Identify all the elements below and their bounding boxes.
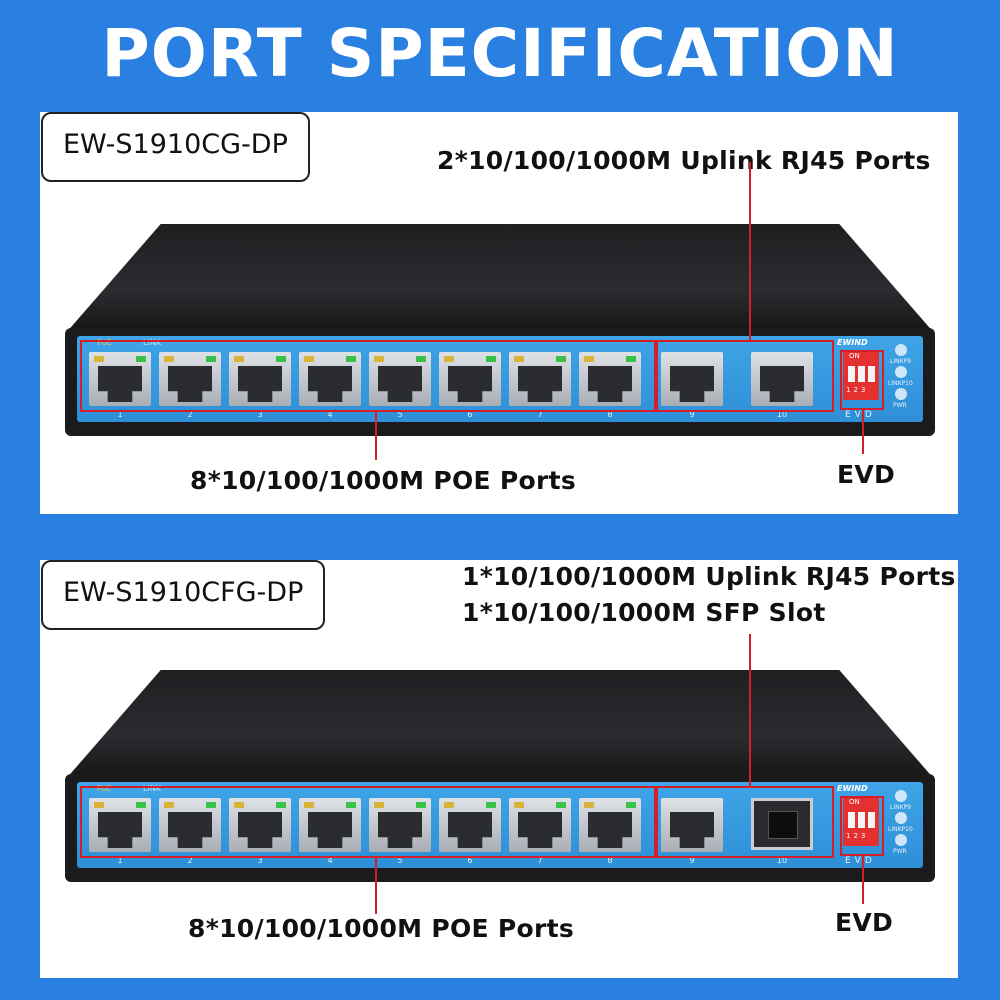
switch-lid — [65, 670, 935, 780]
port-number: 6 — [467, 856, 473, 865]
status-led — [895, 812, 907, 824]
evd-highlight — [840, 350, 884, 410]
port-number: 6 — [467, 410, 473, 419]
rj45-port-4 — [299, 352, 361, 406]
rj45-port-6 — [439, 352, 501, 406]
rj45-port-1 — [89, 798, 151, 852]
poe-label: 8*10/100/1000M POE Ports — [188, 914, 575, 943]
uplink-port-10 — [751, 352, 813, 406]
evd-highlight — [840, 796, 884, 856]
port-number: 9 — [689, 856, 695, 865]
status-label: LINKP10 — [888, 826, 913, 833]
port-number: 1 — [117, 410, 123, 419]
dip-on-label: ON — [849, 352, 860, 360]
rj45-port-5 — [369, 352, 431, 406]
poe-pointer — [375, 858, 377, 914]
port-number: 5 — [397, 410, 403, 419]
status-label: LINKP9 — [890, 804, 911, 811]
brand-logo: EWIND — [837, 784, 868, 793]
switch-device: PoE LINK 1 2 3 4 5 6 7 8 9 — [65, 670, 935, 884]
port-number: 1 — [117, 856, 123, 865]
uplink-ports-highlight — [656, 786, 834, 858]
rj45-port-2 — [159, 352, 221, 406]
page-title: PORT SPECIFICATION — [101, 15, 899, 92]
uplink-label: 2*10/100/1000M Uplink RJ45 Ports — [437, 146, 931, 175]
evd-dip-switch: ON 123 — [843, 796, 879, 846]
dip-on-label: ON — [849, 798, 860, 806]
port-number: 2 — [187, 856, 193, 865]
port-number: 8 — [607, 410, 613, 419]
port-number: 4 — [327, 856, 333, 865]
rj45-port-8 — [579, 352, 641, 406]
link-legend: LINK — [143, 784, 162, 793]
uplink-pointer — [749, 162, 751, 340]
uplink-label: 1*10/100/1000M Uplink RJ45 Ports — [462, 562, 956, 591]
rj45-port-6 — [439, 798, 501, 852]
link-legend: LINK — [143, 338, 162, 347]
uplink-port-9 — [661, 352, 723, 406]
dip-numbers: 123 — [846, 386, 869, 394]
port-number: 3 — [257, 856, 263, 865]
status-label: PWR — [893, 848, 907, 855]
poe-label: 8*10/100/1000M POE Ports — [190, 466, 577, 495]
evd-text: EVD — [845, 856, 876, 866]
status-label: LINKP10 — [888, 380, 913, 387]
uplink-port-9 — [661, 798, 723, 852]
switch-device: PoE LINK 1 2 3 4 5 6 7 8 9 — [65, 224, 935, 438]
port-number: 7 — [537, 856, 543, 865]
rj45-port-5 — [369, 798, 431, 852]
poe-legend: PoE — [97, 784, 112, 793]
uplink-ports-highlight — [656, 340, 834, 412]
evd-label: EVD — [835, 908, 894, 937]
status-label: LINKP9 — [890, 358, 911, 365]
rj45-port-2 — [159, 798, 221, 852]
uplink-pointer — [749, 634, 751, 786]
switch-body: PoE LINK 1 2 3 4 5 6 7 8 9 — [65, 328, 935, 436]
poe-legend: PoE — [97, 338, 112, 347]
port-number: 4 — [327, 410, 333, 419]
switch-lid — [65, 224, 935, 334]
port-number: 10 — [776, 410, 788, 419]
sfp-label: 1*10/100/1000M SFP Slot — [462, 598, 826, 627]
poe-pointer — [375, 412, 377, 460]
rj45-port-1 — [89, 352, 151, 406]
evd-pointer — [862, 410, 864, 454]
model-tag: EW-S1910CFG-DP — [41, 560, 326, 630]
status-led — [895, 834, 907, 846]
status-label: PWR — [893, 402, 907, 409]
port-number: 7 — [537, 410, 543, 419]
front-panel: PoE LINK 1 2 3 4 5 6 7 8 9 — [77, 336, 923, 422]
status-led — [895, 366, 907, 378]
model-tag: EW-S1910CG-DP — [41, 112, 310, 182]
poe-ports-highlight — [80, 786, 656, 858]
status-led — [895, 388, 907, 400]
sfp-slot-10 — [751, 798, 813, 850]
port-number: 2 — [187, 410, 193, 419]
evd-dip-switch: ON 123 — [843, 350, 879, 400]
rj45-port-3 — [229, 798, 291, 852]
brand-logo: EWIND — [837, 338, 868, 347]
rj45-port-8 — [579, 798, 641, 852]
port-number: 10 — [776, 856, 788, 865]
evd-text: EVD — [845, 410, 876, 420]
status-led — [895, 344, 907, 356]
status-led — [895, 790, 907, 802]
port-number: 9 — [689, 410, 695, 419]
switch-body: PoE LINK 1 2 3 4 5 6 7 8 9 — [65, 774, 935, 882]
evd-label: EVD — [837, 460, 896, 489]
evd-pointer — [862, 856, 864, 904]
rj45-port-7 — [509, 352, 571, 406]
rj45-port-4 — [299, 798, 361, 852]
port-number: 8 — [607, 856, 613, 865]
port-number: 3 — [257, 410, 263, 419]
rj45-port-3 — [229, 352, 291, 406]
dip-numbers: 123 — [846, 832, 869, 840]
port-number: 5 — [397, 856, 403, 865]
poe-ports-highlight — [80, 340, 656, 412]
front-panel: PoE LINK 1 2 3 4 5 6 7 8 9 — [77, 782, 923, 868]
device-panel-1: EW-S1910CG-DP 2*10/100/1000M Uplink RJ45… — [40, 112, 958, 514]
rj45-port-7 — [509, 798, 571, 852]
device-panel-2: EW-S1910CFG-DP 1*10/100/1000M Uplink RJ4… — [40, 560, 958, 978]
